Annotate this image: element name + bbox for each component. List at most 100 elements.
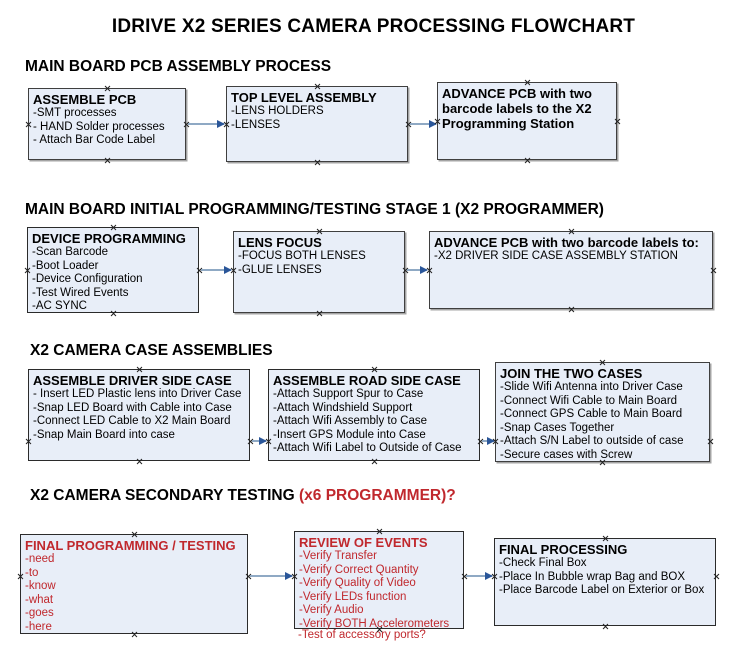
node-assemble-road-side-case[interactable]: ASSEMBLE ROAD SIDE CASE -Attach Support … xyxy=(268,369,480,461)
arrow-head-icon xyxy=(487,437,495,445)
connector-device-programming-to-lens-focus xyxy=(201,266,232,274)
section-heading-text: MAIN BOARD INITIAL PROGRAMMING/TESTING S… xyxy=(25,201,604,218)
node-item-list: -LENS HOLDERS -LENSES xyxy=(231,105,403,132)
list-item: -Device Configuration xyxy=(32,273,143,285)
list-item: -know xyxy=(25,580,56,592)
list-item: -X2 DRIVER SIDE CASE ASSEMBLY STATION xyxy=(434,250,678,262)
list-item: -Verify Quality of Video xyxy=(299,577,416,589)
list-item: -Connect GPS Cable to Main Board xyxy=(500,408,683,420)
node-item-list: - Insert LED Plastic lens into Driver Ca… xyxy=(33,388,245,442)
list-item: - Insert LED Plastic lens into Driver Ca… xyxy=(33,388,242,400)
node-lens-focus[interactable]: LENS FOCUS -FOCUS BOTH LENSES -GLUE LENS… xyxy=(233,231,405,313)
section-heading-text: X2 CAMERA CASE ASSEMBLIES xyxy=(30,342,273,359)
node-final-processing[interactable]: FINAL PROCESSING -Check Final Box -Place… xyxy=(494,538,716,626)
connector-driver-side-to-road-side xyxy=(252,437,267,445)
list-item: -SMT processes xyxy=(33,107,117,119)
node-header: TOP LEVEL ASSEMBLY xyxy=(231,90,377,105)
node-advance-pcb-to-x2-programming-station[interactable]: ADVANCE PCB with two barcode labels to t… xyxy=(437,82,617,160)
node-header: JOIN THE TWO CASES xyxy=(500,366,643,381)
node-header: ASSEMBLE DRIVER SIDE CASE xyxy=(33,373,232,388)
node-header: ASSEMBLE PCB xyxy=(33,92,137,107)
section-heading-main-board-pcb-assembly-process: MAIN BOARD PCB ASSEMBLY PROCESS xyxy=(25,58,331,76)
node-header: ADVANCE PCB with two barcode labels to t… xyxy=(442,86,592,131)
list-item: -Boot Loader xyxy=(32,259,99,272)
list-item: -Verify LEDs function xyxy=(299,590,407,603)
node-assemble-pcb[interactable]: ASSEMBLE PCB -SMT processes - HAND Solde… xyxy=(28,88,186,160)
node-header: REVIEW OF EVENTS xyxy=(299,535,428,550)
list-item: -what xyxy=(25,593,54,606)
list-item: -GLUE LENSES xyxy=(238,263,322,276)
node-header: DEVICE PROGRAMMING xyxy=(32,231,186,246)
connector-review-of-events-to-final-processing xyxy=(466,572,493,580)
connector-lens-focus-to-advance-pcb xyxy=(407,266,428,274)
list-item: -Check Final Box xyxy=(499,557,587,569)
list-item: -Place Barcode Label on Exterior or Box xyxy=(499,584,705,596)
connector-assemble-pcb-to-top-level-assembly xyxy=(188,120,225,128)
list-item: -need xyxy=(25,553,55,565)
list-item: -Attach Wifi Assembly to Case xyxy=(273,415,428,427)
node-item-list: -X2 DRIVER SIDE CASE ASSEMBLY STATION xyxy=(434,250,708,264)
node-header: ASSEMBLE ROAD SIDE CASE xyxy=(273,373,461,388)
list-item: -Snap LED Board with Cable into Case xyxy=(33,401,232,414)
node-item-list: -need -to -know -what -goes -here xyxy=(25,553,243,634)
list-item: -Connect Wifi Cable to Main Board xyxy=(500,394,678,407)
section-heading-text: X2 CAMERA SECONDARY TESTING xyxy=(30,487,299,504)
list-item: -Place In Bubble wrap Bag and BOX xyxy=(499,570,686,583)
node-advance-pcb-to-driver-side-case-assembly-station[interactable]: ADVANCE PCB with two barcode labels to: … xyxy=(429,231,713,309)
arrow-head-icon xyxy=(429,120,437,128)
list-item: -Test Wired Events xyxy=(32,286,129,299)
list-item: -Secure cases with Screw xyxy=(500,448,633,461)
list-item: -LENS HOLDERS xyxy=(231,105,324,117)
node-header: LENS FOCUS xyxy=(238,235,322,250)
node-item-list: -Scan Barcode -Boot Loader -Device Confi… xyxy=(32,246,194,314)
node-header: FINAL PROCESSING xyxy=(499,542,628,557)
list-item: -Attach Wifi Label to Outside of Case xyxy=(273,442,462,454)
node-header: ADVANCE PCB with two barcode labels to: xyxy=(434,235,699,250)
node-item-list: -Attach Support Spur to Case -Attach Win… xyxy=(273,388,475,456)
section-heading-text: MAIN BOARD PCB ASSEMBLY PROCESS xyxy=(25,58,332,75)
arrow-head-icon xyxy=(485,572,493,580)
list-item: -here xyxy=(25,620,52,633)
page-title: IDRIVE X2 SERIES CAMERA PROCESSING FLOWC… xyxy=(111,16,636,37)
node-join-the-two-cases[interactable]: JOIN THE TWO CASES -Slide Wifi Antenna i… xyxy=(495,362,710,462)
list-item: -Attach Windshield Support xyxy=(273,401,413,414)
list-item: -Snap Cases Together xyxy=(500,421,615,434)
node-device-programming[interactable]: DEVICE PROGRAMMING -Scan Barcode -Boot L… xyxy=(27,227,199,313)
list-item: -Insert GPS Module into Case xyxy=(273,428,426,441)
node-review-of-events[interactable]: REVIEW OF EVENTS -Verify Transfer -Verif… xyxy=(294,531,464,631)
list-item: -Connect LED Cable to X2 Main Board xyxy=(33,415,231,427)
list-item: -Verify Audio xyxy=(299,604,364,616)
list-item: - Attach Bar Code Label xyxy=(33,134,156,146)
arrow-head-icon xyxy=(420,266,428,274)
list-item: -FOCUS BOTH LENSES xyxy=(238,250,366,262)
node-header: FINAL PROGRAMMING / TESTING xyxy=(25,538,236,553)
list-item: -AC SYNC xyxy=(32,300,87,312)
list-item: -Snap Main Board into case xyxy=(33,428,175,441)
node-item-list: -Verify Transfer -Verify Correct Quantit… xyxy=(299,550,459,631)
node-item-list: -Slide Wifi Antenna into Driver Case -Co… xyxy=(500,381,705,462)
node-assemble-driver-side-case[interactable]: ASSEMBLE DRIVER SIDE CASE - Insert LED P… xyxy=(28,369,250,461)
section-heading-accent: (x6 PROGRAMMER)? xyxy=(299,487,456,504)
list-item: -goes xyxy=(25,607,54,619)
list-item: -Verify BOTH Accelerometers xyxy=(299,617,450,630)
section-heading-x2-camera-secondary-testing: X2 CAMERA SECONDARY TESTING (x6 PROGRAMM… xyxy=(30,487,456,505)
arrow-head-icon xyxy=(259,437,267,445)
list-item: -to xyxy=(25,566,39,579)
arrow-head-icon xyxy=(285,572,293,580)
list-item: - HAND Solder processes xyxy=(33,120,165,133)
node-item-list: -SMT processes - HAND Solder processes -… xyxy=(33,107,181,148)
list-item: -Scan Barcode xyxy=(32,246,109,258)
connector-top-level-assembly-to-advance-pcb xyxy=(410,120,437,128)
node-top-level-assembly[interactable]: TOP LEVEL ASSEMBLY -LENS HOLDERS -LENSES xyxy=(226,86,408,162)
node-final-programming-testing[interactable]: FINAL PROGRAMMING / TESTING -need -to -k… xyxy=(20,534,248,634)
list-item: -Verify Transfer xyxy=(299,550,377,562)
node-overflow-item: -Test of accessory ports? xyxy=(298,629,426,641)
list-item: -LENSES xyxy=(231,118,281,131)
list-item: -Attach S/N Label to outside of case xyxy=(500,435,684,447)
arrow-head-icon xyxy=(224,266,232,274)
connector-final-programming-to-review-of-events xyxy=(250,572,293,580)
arrow-head-icon xyxy=(217,120,225,128)
section-heading-main-board-initial-programming-testing-stage-1: MAIN BOARD INITIAL PROGRAMMING/TESTING S… xyxy=(25,201,604,219)
list-item: -Slide Wifi Antenna into Driver Case xyxy=(500,381,683,393)
